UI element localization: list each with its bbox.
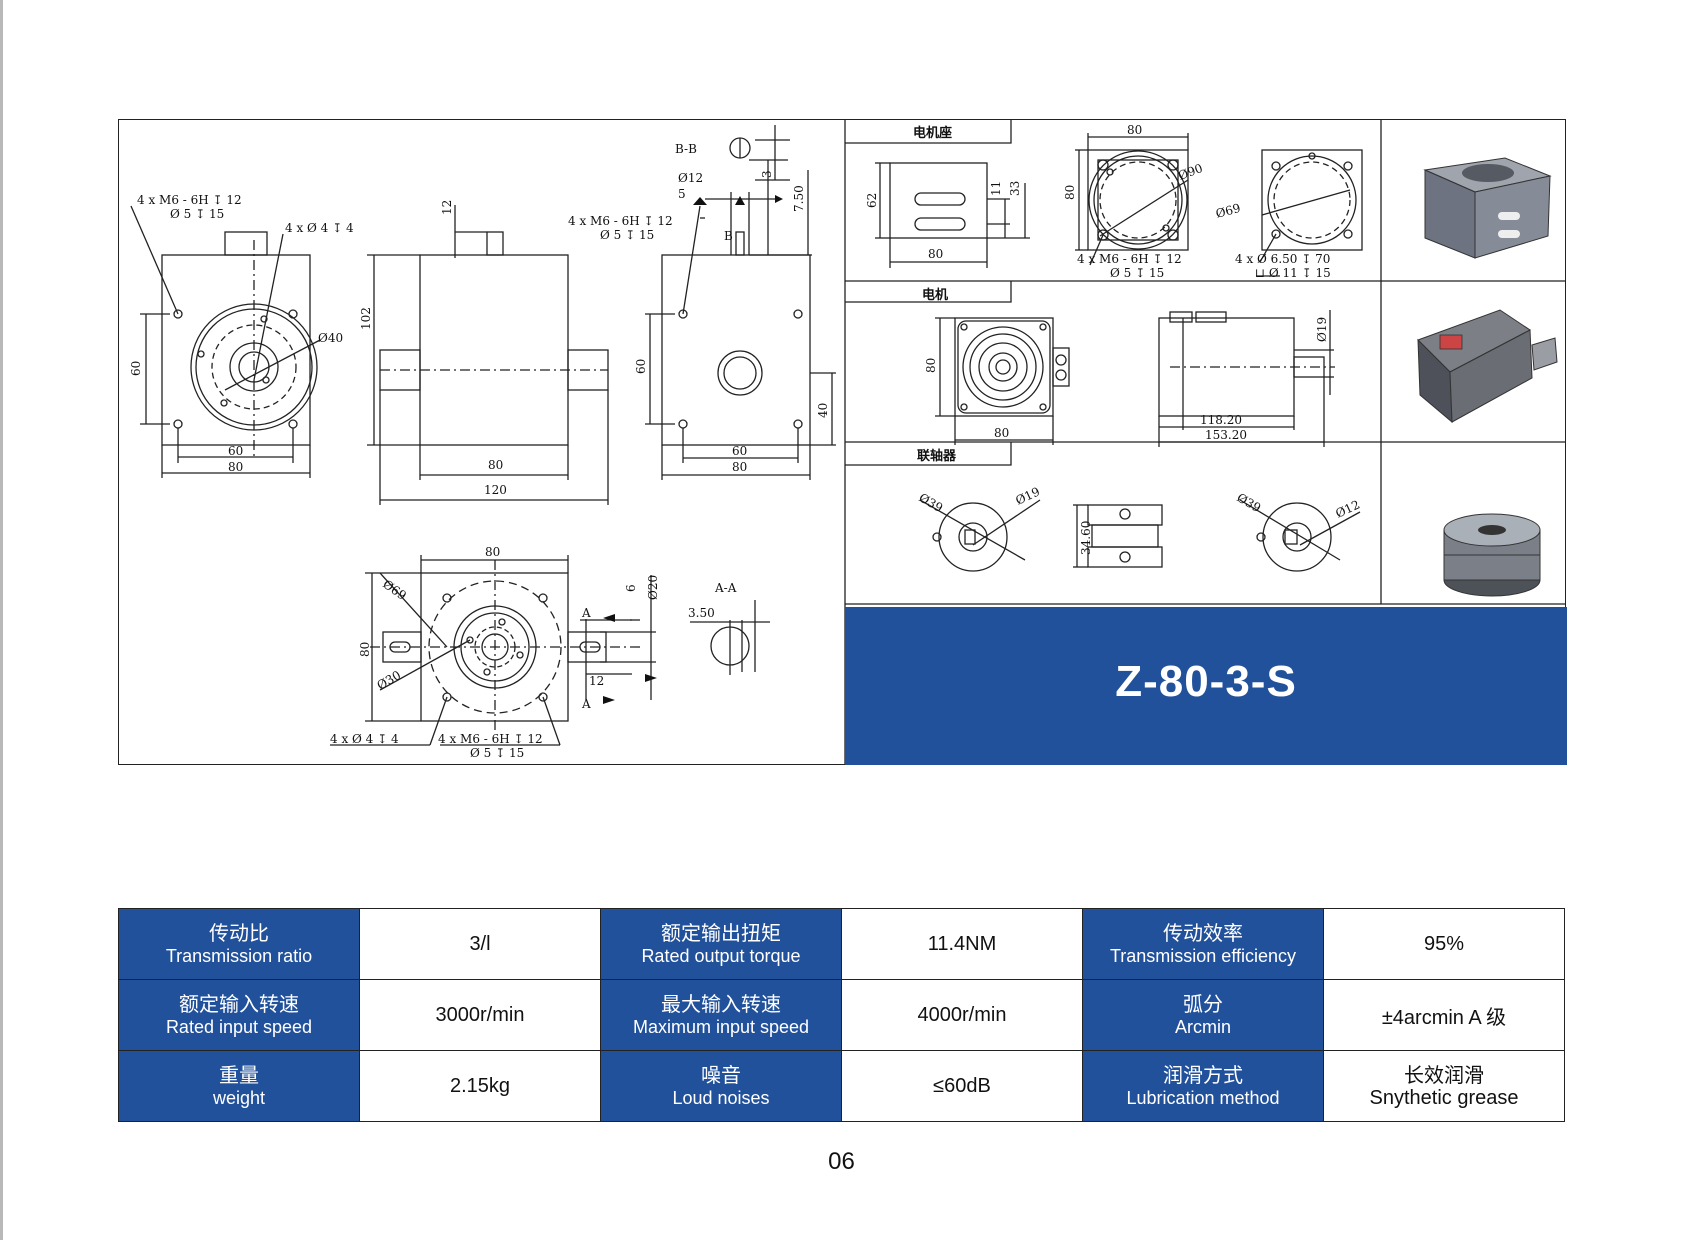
seat-dim11: 11 [989,181,1003,196]
motor-dim153: 153.20 [1205,428,1247,442]
side-dim102: 102 [359,307,373,330]
side-dim120: 120 [484,483,507,497]
bottom-dim12: 12 [589,674,604,688]
right-dim40: 40 [816,403,830,418]
right-dim3: 3 [760,170,774,178]
spec-value-weight: 2.15kg [359,1050,601,1122]
spec-value-rated-input-speed: 3000r/min [359,979,601,1051]
motor-dim80-v: 80 [924,358,938,373]
page-number: 06 [828,1148,855,1175]
seat-dia90: Ø90 [1176,161,1204,183]
right-tap-sub: Ø 5 ↧ 15 [600,228,654,242]
bottom-dia20: Ø20 [646,575,660,600]
right-dim60-h: 60 [732,444,747,458]
bottom-dia69: Ø69 [380,577,409,603]
spec-value-rated-output-torque: 11.4NM [841,908,1083,980]
right-mark-b: B [724,229,733,243]
right-tap-label: 4 x M6 - 6H ↧ 12 [568,214,673,228]
seat-dim80: 80 [928,247,943,261]
bottom-dim80: 80 [485,545,500,559]
seat-dim62: 62 [865,193,879,208]
front-dim60-h: 60 [228,444,243,458]
bottom-mark-a-bottom: A [581,697,591,711]
right-dim60-v: 60 [634,359,648,374]
right-dim80-h: 80 [732,460,747,474]
motor-label: 电机 [922,287,948,303]
front-tap-label: 4 x M6 - 6H ↧ 12 [137,193,242,207]
motor-image [1417,309,1558,424]
motor-dim80-h: 80 [994,426,1009,440]
spec-value-arcmin: ±4arcmin A 级 [1323,979,1565,1051]
coupling-dia19: Ø19 [1013,484,1042,507]
spec-value-transmission-efficiency: 95% [1323,908,1565,980]
bottom-tap-label: 4 x M6 - 6H ↧ 12 [438,732,543,746]
coupling-label: 联轴器 [917,448,957,464]
bottom-dia30: Ø30 [375,668,404,693]
seat-dia69: Ø69 [1214,201,1242,221]
coupling-dim34: 34.60 [1079,521,1093,555]
seat-dim33: 33 [1008,181,1022,196]
motor-seat-image [1423,157,1552,259]
coupling-dia12: Ø12 [1333,497,1362,520]
bottom-tap-sub: Ø 5 ↧ 15 [470,746,524,760]
seat-holes-sub: ⊔ Ø 11 ↧ 15 [1255,266,1331,280]
side-dim12: 12 [440,200,454,215]
section-aa-label: A-A [714,581,737,595]
motor-seat-label: 电机座 [913,125,952,141]
right-dia12: Ø12 [678,171,703,185]
front-dim80-h: 80 [228,460,243,474]
side-dim80: 80 [488,458,503,472]
coupling-image [1443,513,1541,597]
spec-value-maximum-input-speed: 4000r/min [841,979,1083,1051]
front-dim60-v: 60 [129,361,143,376]
bottom-mark-a-top: A [581,606,591,620]
motor-dim118: 118.20 [1200,413,1242,427]
spec-value-loud-noises: ≤60dB [841,1050,1083,1122]
bottom-dim6: 6 [624,584,638,592]
front-dia40: Ø40 [318,331,343,345]
spec-value-transmission-ratio: 3/l [359,908,601,980]
right-dim5: 5 [678,187,686,201]
bottom-holes-label: 4 x Ø 4 ↧ 4 [330,732,399,746]
section-aa-dim3-50: 3.50 [688,606,715,620]
seat-tap-sub: Ø 5 ↧ 15 [1110,266,1164,280]
seat-holes-label: 4 x Ø 6.50 ↧ 70 [1235,252,1330,266]
section-bb-label: B-B [675,142,697,156]
front-tap-sub: Ø 5 ↧ 15 [170,207,224,221]
motor-dia19: Ø19 [1315,317,1329,342]
model-title: Z-80-3-S [1115,657,1297,706]
seat-tap-label: 4 x M6 - 6H ↧ 12 [1077,252,1182,266]
right-dim7-50: 7.50 [792,185,806,212]
seat-dim80-top: 80 [1127,123,1142,137]
model-banner: Z-80-3-S [845,607,1567,765]
bottom-dim80-v: 80 [358,642,372,657]
front-holes-label: 4 x Ø 4 ↧ 4 [285,221,354,235]
page-edge [0,0,3,1240]
seat-dim80-v: 80 [1063,185,1077,200]
